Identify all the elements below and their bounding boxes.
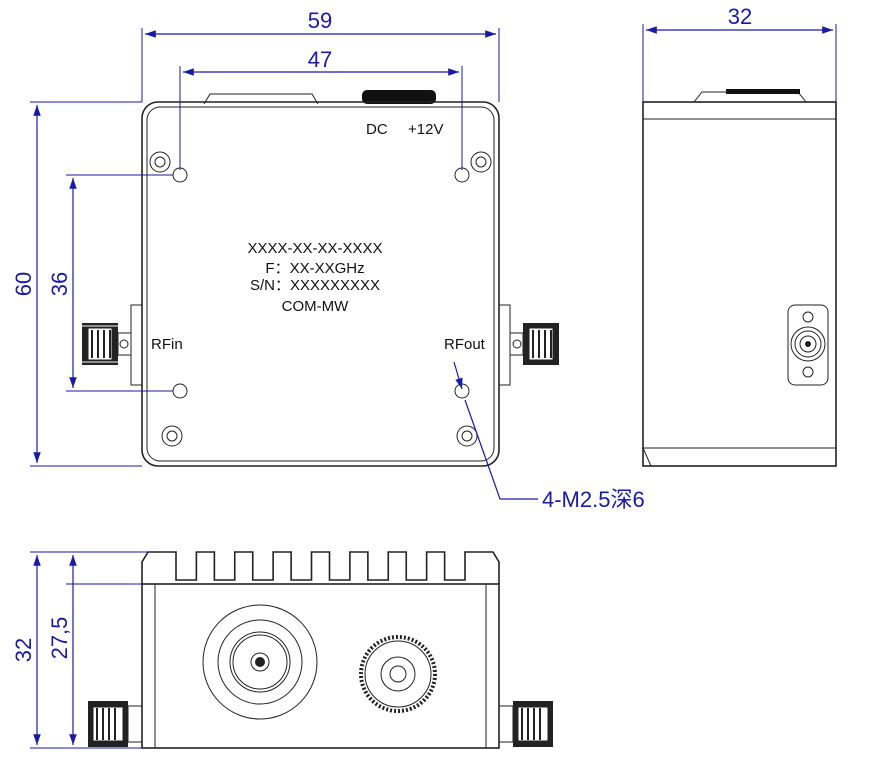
brand-label: COM-MW: [282, 298, 349, 315]
dim-text-47: 47: [308, 47, 332, 72]
front-body: [141, 583, 500, 749]
rf-out-label: RFout: [444, 336, 486, 353]
top-body-inner: [146, 106, 495, 462]
side-view: 32: [642, 4, 837, 467]
model-label: XXXX-XX-XX-XXXX: [247, 240, 382, 257]
rf-in-connector: [82, 304, 143, 386]
dc-label: DC: [366, 121, 388, 138]
front-large-connector: [202, 604, 318, 720]
top-body-outer: [141, 101, 500, 467]
dim-text-27-5: 27,5: [47, 617, 72, 660]
dim-text-front-32: 32: [11, 638, 36, 662]
hole-leader-line: [464, 399, 538, 500]
dim-text-36: 36: [47, 272, 72, 296]
front-view: 32 27,5: [11, 551, 553, 749]
side-dc-knurl: [726, 89, 800, 94]
frequency-label: F：XX-XXGHz: [265, 260, 364, 277]
dc-feedthrough-outline: [203, 93, 319, 105]
dim-text-59: 59: [308, 8, 332, 33]
mounting-hole-note: 4-M2.5深6: [542, 487, 645, 512]
side-sma-flange: [787, 304, 829, 386]
front-knurled-connector: [359, 635, 437, 713]
dc-knurled-connector: [362, 90, 436, 104]
side-body-outer: [642, 101, 837, 467]
rf-in-label: RFin: [151, 336, 183, 353]
serial-label: S/N：XXXXXXXXX: [250, 277, 380, 294]
voltage-label: +12V: [408, 121, 443, 138]
dim-text-60: 60: [11, 272, 36, 296]
front-rf-out-connector: [498, 701, 553, 747]
dim-text-side-32: 32: [728, 4, 752, 29]
hole-leader-arrow: [453, 361, 463, 390]
heatsink-fins: [141, 551, 500, 584]
front-rf-in-connector: [88, 701, 143, 747]
mounting-holes: [149, 151, 492, 447]
rf-out-connector: [498, 304, 559, 386]
top-view: DC +12V RFin RFout XXXX-XX-XX-XXXX F：XX-…: [11, 8, 645, 512]
